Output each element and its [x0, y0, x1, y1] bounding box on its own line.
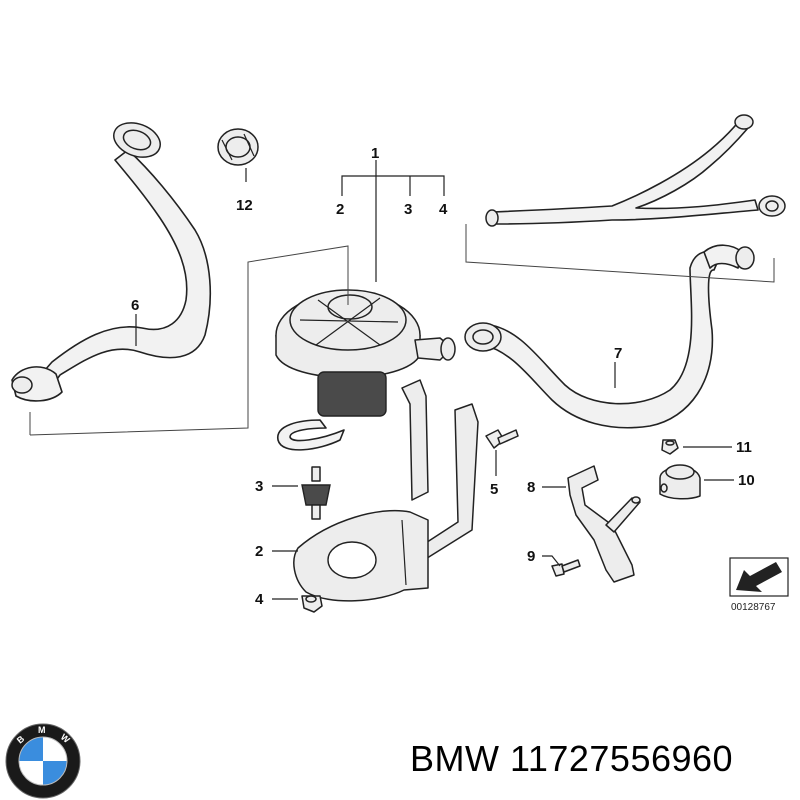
- callout-4: 4: [255, 591, 264, 608]
- frame-left: [29, 245, 349, 436]
- bracket-8: [567, 465, 641, 583]
- bolt-5: [485, 429, 519, 449]
- callout-3: 3: [255, 478, 263, 495]
- callout-4-top: 4: [439, 201, 448, 218]
- nut-11: [661, 439, 679, 455]
- air-pump-1: [275, 289, 456, 451]
- callout-5: 5: [490, 481, 498, 498]
- callout-12: 12: [236, 197, 253, 214]
- frame-right: [465, 224, 775, 283]
- callout-6: 6: [131, 297, 139, 314]
- callout-1: 1: [371, 145, 379, 162]
- bracket-2: [293, 379, 479, 602]
- callout-9: 9: [527, 548, 535, 565]
- callout-2-top: 2: [336, 201, 344, 218]
- callout-3-top: 3: [404, 201, 412, 218]
- bmw-logo: B M W: [5, 723, 81, 799]
- clamp-10: [659, 464, 701, 500]
- svg-text:B: B: [15, 733, 27, 745]
- clamp-12: [217, 128, 259, 166]
- callout-10: 10: [738, 472, 755, 489]
- callout-8: 8: [527, 479, 535, 496]
- reference-pipe: [485, 114, 786, 227]
- rubber-mount-3: [301, 466, 331, 520]
- hose-6: [11, 122, 212, 402]
- screw-9: [551, 559, 581, 577]
- leader-lines: [135, 160, 734, 600]
- diagram-number: 00128767: [731, 602, 776, 613]
- callout-2: 2: [255, 543, 263, 560]
- callout-11: 11: [736, 439, 752, 456]
- svg-text:M: M: [38, 725, 46, 735]
- nut-4: [301, 595, 323, 613]
- part-number-caption: BMW 11727556960: [410, 738, 734, 779]
- hose-7: [464, 244, 755, 429]
- direction-arrow-box: [729, 557, 789, 597]
- callout-7: 7: [614, 345, 622, 362]
